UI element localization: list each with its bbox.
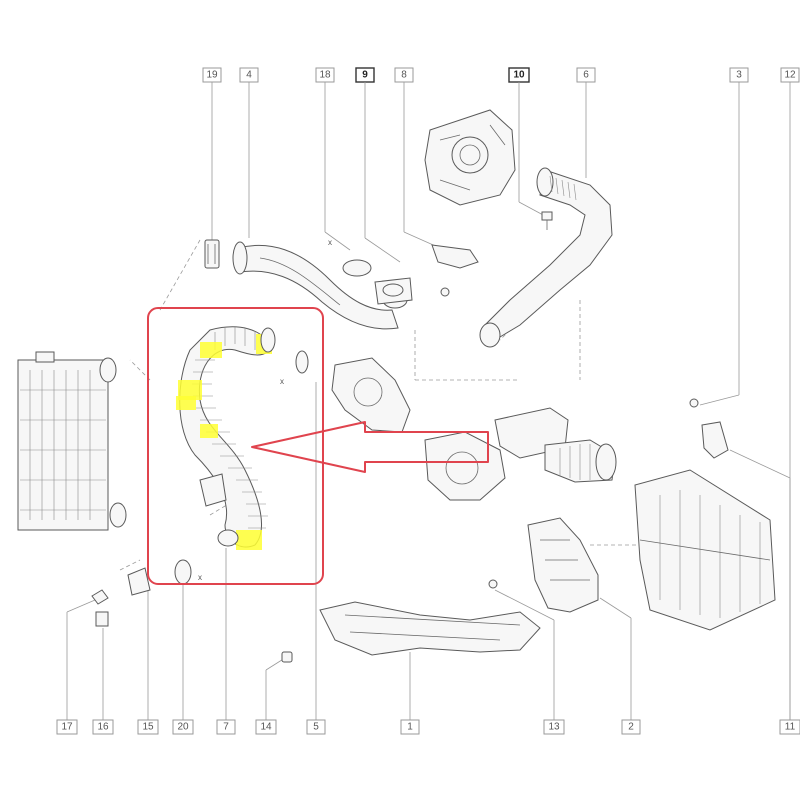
part-intercooler[interactable] <box>17 351 127 531</box>
callout-12-label: 12 <box>784 70 796 81</box>
callout-16-label: 16 <box>97 722 109 733</box>
callout-10[interactable]: 10 <box>508 67 530 83</box>
part-6-intake-hose[interactable] <box>479 167 613 348</box>
part-10-bolt[interactable] <box>541 211 553 230</box>
callout-13-label: 13 <box>548 722 560 733</box>
part-9-connector[interactable] <box>374 277 413 305</box>
part-8-bracket[interactable] <box>431 244 479 297</box>
callout-19-label: 19 <box>206 70 218 81</box>
callout-15[interactable]: 15 <box>137 719 159 735</box>
callout-14[interactable]: 14 <box>255 719 277 735</box>
callout-4[interactable]: 4 <box>239 67 259 83</box>
callout-16[interactable]: 16 <box>92 719 114 735</box>
highlight-frame <box>147 307 324 585</box>
callout-3[interactable]: 3 <box>729 67 749 83</box>
part-3-air-outlet[interactable] <box>494 407 617 483</box>
callout-9-label: 9 <box>362 70 368 81</box>
callout-8[interactable]: 8 <box>394 67 414 83</box>
part-12-sensor[interactable] <box>689 398 729 459</box>
part-20-o-ring[interactable]: x <box>174 559 202 585</box>
part-2-resonator[interactable] <box>527 517 599 613</box>
callout-8-label: 8 <box>401 70 407 81</box>
callout-11-label: 11 <box>785 722 796 733</box>
callout-18[interactable]: 18 <box>315 67 335 83</box>
callout-15-label: 15 <box>142 722 154 733</box>
part-15-bracket[interactable] <box>127 567 151 596</box>
callout-14-label: 14 <box>260 722 272 733</box>
callout-13[interactable]: 13 <box>543 719 565 735</box>
callout-1-label: 1 <box>407 722 413 733</box>
callout-18-label: 18 <box>319 70 331 81</box>
part-5-clamp[interactable]: x <box>280 350 309 386</box>
callout-17[interactable]: 17 <box>56 719 78 735</box>
mark-x: x <box>328 238 332 247</box>
callout-20[interactable]: 20 <box>172 719 194 735</box>
part-7-charge-hose[interactable] <box>176 326 276 550</box>
callout-20-label: 20 <box>177 722 189 733</box>
callout-3-label: 3 <box>736 70 742 81</box>
part-air-filter-box[interactable] <box>634 469 776 631</box>
callout-2-label: 2 <box>628 722 634 733</box>
part-egr-valve[interactable] <box>424 431 506 501</box>
callout-19[interactable]: 19 <box>202 67 222 83</box>
callout-7[interactable]: 7 <box>216 719 236 735</box>
part-14-clip[interactable] <box>281 651 293 663</box>
callout-10-label: 10 <box>513 70 525 81</box>
callout-1[interactable]: 1 <box>400 719 420 735</box>
part-13-bolt[interactable] <box>488 579 498 589</box>
callout-5-label: 5 <box>313 722 319 733</box>
highlight-arrow <box>251 421 489 473</box>
callout-4-label: 4 <box>246 70 252 81</box>
callout-17-label: 17 <box>61 722 73 733</box>
leader-lines <box>66 82 791 720</box>
part-engine-turbo[interactable] <box>424 109 516 206</box>
callout-6-label: 6 <box>583 70 589 81</box>
part-19-clip[interactable] <box>204 239 220 269</box>
part-1-lower-duct[interactable] <box>319 601 541 656</box>
callout-9[interactable]: 9 <box>355 67 375 83</box>
part-4-upper-hose[interactable] <box>232 241 408 330</box>
part-16-bolt[interactable] <box>95 611 109 627</box>
callout-11[interactable]: 11 <box>779 719 800 735</box>
part-18-o-ring[interactable]: x <box>328 238 372 277</box>
mark-x-lower: x <box>198 573 202 582</box>
callout-5[interactable]: 5 <box>306 719 326 735</box>
callout-2[interactable]: 2 <box>621 719 641 735</box>
callout-6[interactable]: 6 <box>576 67 596 83</box>
callout-7-label: 7 <box>223 722 229 733</box>
callout-12[interactable]: 12 <box>780 67 800 83</box>
part-throttle-body[interactable] <box>331 357 411 433</box>
mark-x-clamp: x <box>280 377 284 386</box>
part-17-clip[interactable] <box>91 589 109 605</box>
